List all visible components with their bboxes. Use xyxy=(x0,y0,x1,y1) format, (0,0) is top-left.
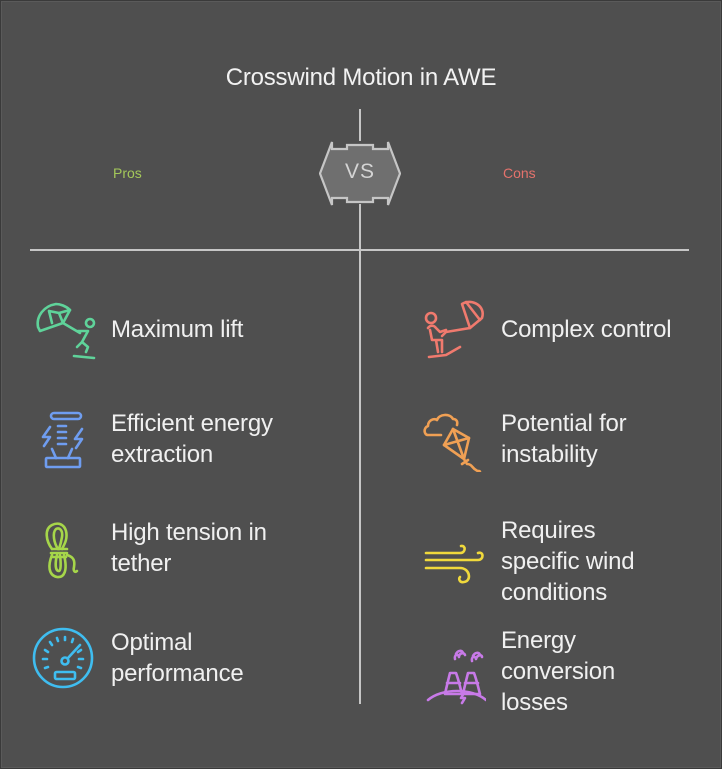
vs-badge-icon xyxy=(319,141,401,206)
cons-item-label: Potential for instability xyxy=(501,410,627,468)
divider-vertical-bottom xyxy=(359,204,361,704)
pros-item-label: Maximum lift xyxy=(111,315,244,343)
divider-horizontal xyxy=(30,249,689,251)
cons-item-label: Complex control xyxy=(501,315,672,343)
divider-vertical-top xyxy=(359,109,361,141)
kite-cloud-icon xyxy=(420,406,486,472)
pros-item-high-tension-in-tether: High tension in tether xyxy=(30,515,301,581)
pros-item-label: Efficient energy extraction xyxy=(111,410,273,468)
cons-item-label: Requires specific wind conditions xyxy=(501,517,635,606)
cons-heading: Cons xyxy=(503,165,536,181)
cons-item-complex-control: Complex control xyxy=(420,296,676,362)
speedometer-icon xyxy=(30,625,96,691)
pros-item-maximum-lift: Maximum lift xyxy=(30,296,301,362)
cons-item-energy-conversion-losses: Energy conversion losses xyxy=(420,625,676,718)
cons-item-label: Energy conversion losses xyxy=(501,627,616,716)
kite-surfer-icon xyxy=(30,296,96,362)
power-plant-icon xyxy=(420,639,486,705)
energy-extractor-icon xyxy=(30,406,96,472)
rope-coil-icon xyxy=(30,515,96,581)
vs-label: VS xyxy=(344,160,375,183)
pros-item-efficient-energy-extraction: Efficient energy extraction xyxy=(30,406,301,472)
pros-item-optimal-performance: Optimal performance xyxy=(30,625,301,691)
diagram-title: Crosswind Motion in AWE xyxy=(225,64,497,91)
pros-heading: Pros xyxy=(113,165,142,181)
cons-item-potential-for-instability: Potential for instability xyxy=(420,406,676,472)
pros-item-label: Optimal performance xyxy=(111,629,244,687)
kite-skier-icon xyxy=(420,296,486,362)
cons-item-requires-specific-wind-conditions: Requires specific wind conditions xyxy=(420,515,676,608)
wind-icon xyxy=(420,529,486,595)
pros-item-label: High tension in tether xyxy=(111,519,267,577)
